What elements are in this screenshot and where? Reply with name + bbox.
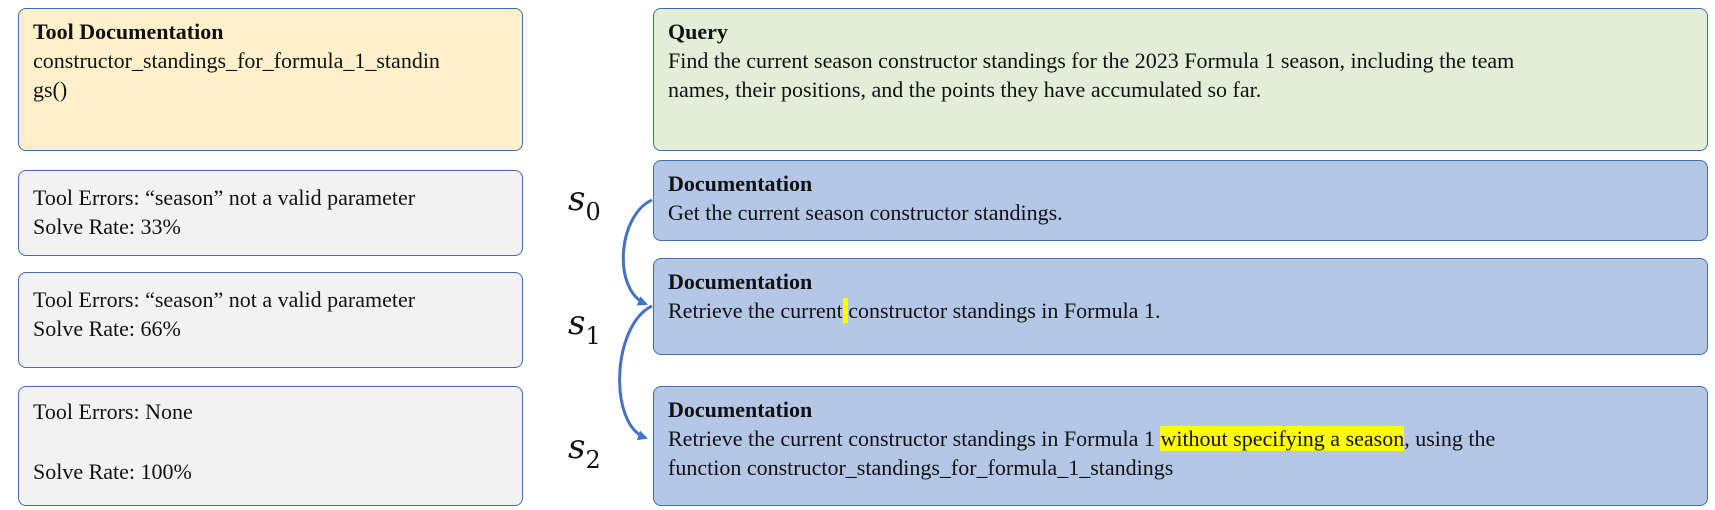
documentation-text-line-2: function constructor_standings_for_formu… <box>668 455 1174 480</box>
arrow-s0-to-s1 <box>621 198 653 306</box>
query-title: Query <box>668 19 728 44</box>
state-label-s1: s1 <box>568 306 601 353</box>
solve-rate-text: Solve Rate: 100% <box>33 459 192 484</box>
documentation-text-part: , using the <box>1404 426 1496 451</box>
documentation-box-s0: Documentation Get the current season con… <box>653 160 1708 241</box>
documentation-title: Documentation <box>668 171 813 196</box>
query-line-2: names, their positions, and the points t… <box>668 77 1262 102</box>
tool-documentation-line-2: gs() <box>33 77 68 102</box>
query-line-1: Find the current season constructor stan… <box>668 48 1515 73</box>
highlighted-change: without specifying a season <box>1160 426 1405 451</box>
state-subscript: 2 <box>585 446 601 474</box>
documentation-text-part: constructor standings in Formula 1. <box>848 298 1161 323</box>
documentation-text-part: Retrieve the current constructor standin… <box>668 426 1161 451</box>
documentation-text: Get the current season constructor stand… <box>668 200 1063 225</box>
documentation-title: Documentation <box>668 397 813 422</box>
state-symbol: s <box>568 303 586 343</box>
tool-errors-text: Tool Errors: None <box>33 399 193 424</box>
documentation-title: Documentation <box>668 269 813 294</box>
tool-documentation-box: Tool Documentation constructor_standings… <box>18 8 523 151</box>
documentation-text-line-1: Retrieve the current constructor standin… <box>668 424 1693 453</box>
tool-errors-text: Tool Errors: “season” not a valid parame… <box>33 287 416 312</box>
state-subscript: 1 <box>585 322 601 350</box>
highlighted-change <box>842 298 849 323</box>
documentation-box-s1: Documentation Retrieve the current const… <box>653 258 1708 355</box>
solve-rate-text: Solve Rate: 66% <box>33 316 181 341</box>
tool-documentation-title: Tool Documentation <box>33 19 224 44</box>
tool-errors-box-1: Tool Errors: “season” not a valid parame… <box>18 170 523 256</box>
tool-errors-box-3: Tool Errors: None Solve Rate: 100% <box>18 386 523 506</box>
solve-rate-text: Solve Rate: 33% <box>33 214 181 239</box>
state-symbol: s <box>568 427 586 467</box>
documentation-text: Retrieve the current constructor standin… <box>668 296 1693 325</box>
documentation-text-part: Retrieve the current <box>668 298 843 323</box>
state-subscript: 0 <box>585 198 601 226</box>
tool-errors-box-2: Tool Errors: “season” not a valid parame… <box>18 272 523 368</box>
documentation-box-s2: Documentation Retrieve the current const… <box>653 386 1708 506</box>
state-label-s0: s0 <box>568 182 601 229</box>
state-symbol: s <box>568 179 586 219</box>
tool-errors-text: Tool Errors: “season” not a valid parame… <box>33 185 416 210</box>
tool-documentation-line-1: constructor_standings_for_formula_1_stan… <box>33 48 440 73</box>
query-box: Query Find the current season constructo… <box>653 8 1708 151</box>
state-label-s2: s2 <box>568 430 601 477</box>
arrow-s1-to-s2 <box>618 304 653 441</box>
